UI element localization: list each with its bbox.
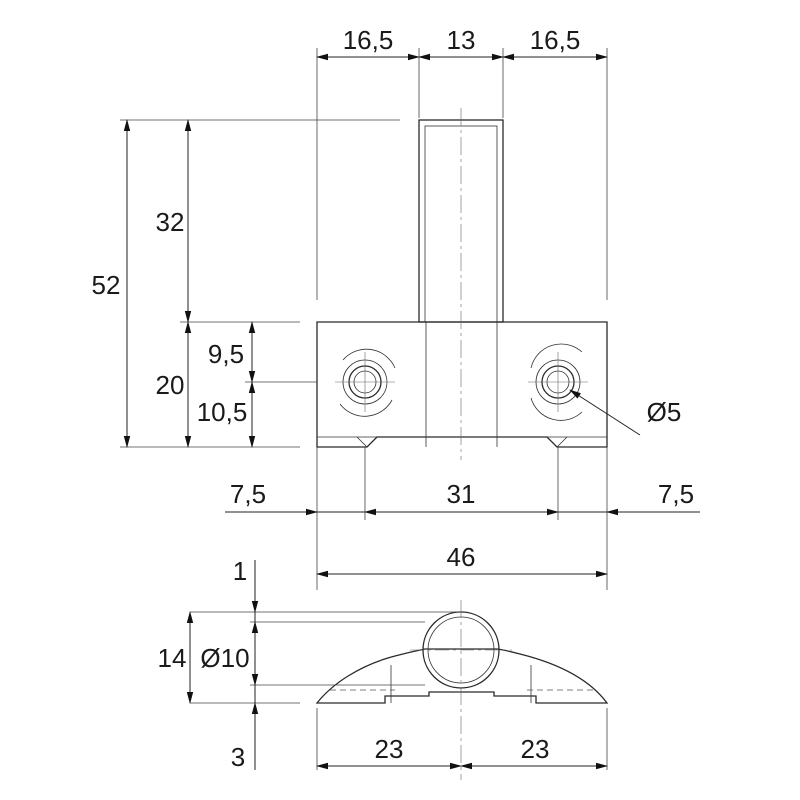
- dim-hole-lower: 10,5: [197, 397, 248, 427]
- dim-top-left: 16,5: [343, 25, 394, 55]
- right-hole: [528, 343, 588, 421]
- dim-hole-upper: 9,5: [208, 339, 244, 369]
- dim-top-right: 16,5: [530, 25, 581, 55]
- top-dimension-chain: 16,5 13 16,5: [316, 25, 608, 61]
- hole-spacing-dimensions: 7,5 31 7,5: [225, 479, 700, 516]
- left-hole: [335, 348, 396, 417]
- dim-width-total: 46: [447, 542, 476, 572]
- dim-hole-spacing: 31: [447, 479, 476, 509]
- dim-top-offset: 1: [233, 556, 247, 586]
- dim-margin-left: 7,5: [230, 479, 266, 509]
- dim-side-height: 14: [158, 643, 187, 673]
- side-body: [315, 600, 609, 780]
- side-extension-lines: [190, 611, 608, 770]
- left-vertical-dimensions: 52 32 20 9,5 10,5: [92, 119, 256, 448]
- dim-hole-diameter: Ø5: [647, 397, 682, 427]
- hole-diameter-leader: Ø5: [569, 389, 682, 436]
- dim-half-right: 23: [521, 734, 550, 764]
- dim-height-base: 20: [156, 370, 185, 400]
- base-plate: [316, 321, 608, 448]
- vertical-post: [418, 108, 504, 460]
- top-view: 16,5 13 16,5 52 32 20 9,5 10,5 Ø5: [92, 25, 700, 590]
- dim-height-post: 32: [156, 207, 185, 237]
- side-view: 1 14 Ø10 3 23 23: [158, 556, 609, 780]
- overall-width-dimension: 46: [316, 542, 608, 578]
- dim-margin-right: 7,5: [658, 479, 694, 509]
- side-horizontal-dimensions: 23 23: [316, 734, 608, 770]
- dim-top-mid: 13: [447, 25, 476, 55]
- dim-half-left: 23: [375, 734, 404, 764]
- dim-height-total: 52: [92, 270, 121, 300]
- dim-bottom-offset: 3: [231, 742, 245, 772]
- extension-lines: [120, 48, 608, 590]
- side-vertical-dimensions: 1 14 Ø10 3: [158, 556, 259, 772]
- dim-tube-diameter: Ø10: [200, 643, 249, 673]
